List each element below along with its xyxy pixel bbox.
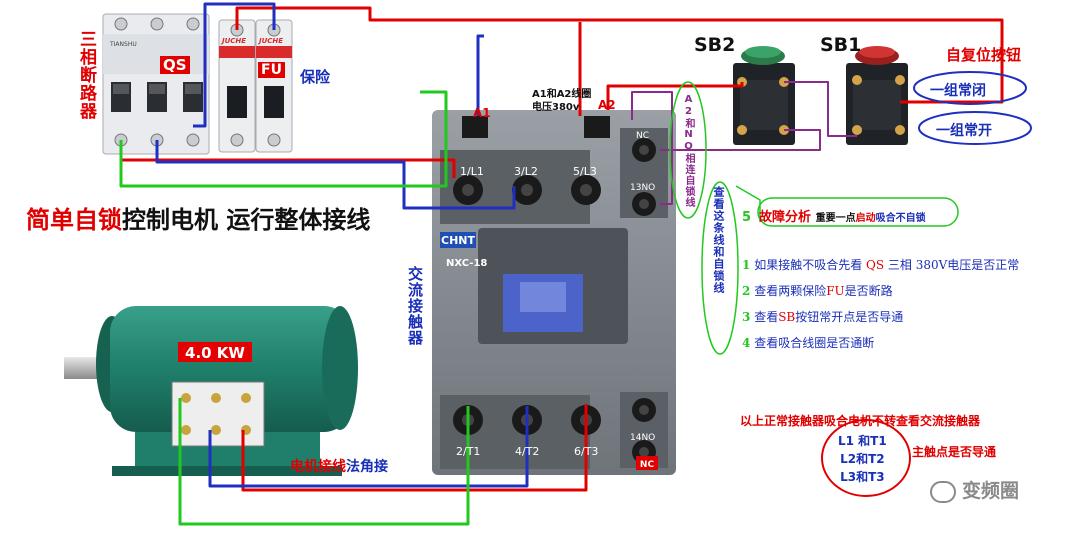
fault-item-1: 1 如果接触不吸合先看 QS 三相 380V电压是否正常 <box>742 258 1020 272</box>
motor-wiring-blue: 电机接线 <box>290 459 346 475</box>
nc-group-label: 一组常闭 <box>930 83 986 99</box>
wires <box>119 2 1004 526</box>
self-lock-ellipse <box>669 81 707 219</box>
motor: 4.0 KW <box>64 306 358 476</box>
fuse-brand-1: JUCHE <box>220 37 246 45</box>
terminal-nc-top: NC <box>636 131 649 141</box>
contactor-model: NXC-18 <box>446 258 487 269</box>
title-red: 简单自锁 <box>26 206 122 234</box>
page-title: 简单自锁控制电机 运行整体接线 <box>26 200 370 235</box>
qs-label: QS <box>160 56 190 74</box>
fault-suffix: 吸合不自锁 <box>875 213 926 224</box>
button-sb1 <box>846 46 908 145</box>
no-group-label: 一组常开 <box>936 123 992 139</box>
terminal-5l3: 5/L3 <box>573 165 597 178</box>
fault-item-3: 3 查看SB按钮常开点是否导通 <box>742 310 904 324</box>
fault-list: 1 如果接触不吸合先看 QS 三相 380V电压是否正常 2 查看两颗保险FU是… <box>742 252 1019 356</box>
watermark-text: 变频圈 <box>962 480 1020 502</box>
terminal-nc-bottom: NC <box>640 460 655 470</box>
contactor-label: 交流接触器 <box>406 266 424 346</box>
contactor-body <box>432 110 676 475</box>
motor-power: 4.0 KW <box>185 344 245 362</box>
watermark: 变频圈 <box>930 476 1019 503</box>
fault-title-box <box>757 197 959 227</box>
terminal-labels: 1/L1 3/L2 5/L3 2/T1 4/T2 6/T3 NC 13NO 14… <box>456 131 655 458</box>
contactor-brand: CHNT <box>441 234 475 247</box>
self-lock-note: A2和NO相连自锁线 <box>683 94 694 208</box>
fault-header: 5 故障分析 重要一点启动吸合不自锁 <box>742 206 926 225</box>
title-dark: 控制电机 运行整体接线 <box>122 206 371 234</box>
sb1-label: SB1 <box>820 34 862 56</box>
terminal-3l2: 3/L2 <box>514 165 538 178</box>
button-sb2 <box>733 46 795 145</box>
fu-label: FU <box>258 62 285 78</box>
terminal-14no: 14NO <box>630 433 655 443</box>
pair-l2-t2: L2和T2 <box>840 452 885 466</box>
terminal-1l1: 1/L1 <box>460 165 484 178</box>
bottom-note: 以上正常接触器吸合电机不转查看交流接触器 <box>740 414 981 428</box>
fuse-pair <box>218 19 293 153</box>
pairs-note: 主触点是否导通 <box>912 445 997 459</box>
motor-wiring-label: 电机接线法角接 <box>290 456 388 476</box>
check-note: 查看这条线和自锁线 <box>712 186 725 294</box>
pair-l1-t1: L1 和T1 <box>838 434 887 448</box>
fault-subtitle: 重要一点 <box>815 213 856 224</box>
check-line-ellipse <box>701 181 739 355</box>
fault-number: 5 <box>742 210 752 225</box>
nc-group-ellipse <box>913 71 1027 105</box>
terminal-6t3: 6/T3 <box>574 445 598 458</box>
terminal-4t2: 4/T2 <box>515 445 539 458</box>
coil-a1: A1 <box>473 106 491 120</box>
circuit-breaker <box>102 13 210 155</box>
fault-item-2: 2 查看两颗保险FU是否断路 <box>742 284 893 298</box>
fuse-brand-2: JUCHE <box>257 37 283 45</box>
coil-note-line1: A1和A2线圈 <box>532 89 592 100</box>
pairs-ellipse <box>821 419 911 497</box>
coil-note: A1和A2线圈 电压380v <box>532 88 591 114</box>
breaker-label: 三相断路器 <box>76 30 96 120</box>
wechat-icon <box>930 480 956 503</box>
fuse-label: 保险 <box>300 68 331 86</box>
fault-item-4: 4 查看吸合线圈是否通断 <box>742 336 875 350</box>
breaker-brand: TIANSHU <box>109 41 137 48</box>
sb2-label: SB2 <box>694 34 736 56</box>
pairs-list: L1 和T1 L2和T2 L3和T3 <box>838 432 887 486</box>
coil-a2: A2 <box>598 98 616 112</box>
motor-wiring-red: 法角接 <box>346 459 388 475</box>
pair-l3-t3: L3和T3 <box>840 470 885 484</box>
fault-start: 启动 <box>855 213 876 224</box>
fault-title: 故障分析 <box>759 210 812 225</box>
no-group-ellipse <box>918 111 1032 145</box>
coil-note-line2: 电压380v <box>532 102 580 113</box>
reset-button-label: 自复位按钮 <box>946 46 1022 64</box>
terminal-13no: 13NO <box>630 183 655 193</box>
terminal-2t1: 2/T1 <box>456 445 480 458</box>
